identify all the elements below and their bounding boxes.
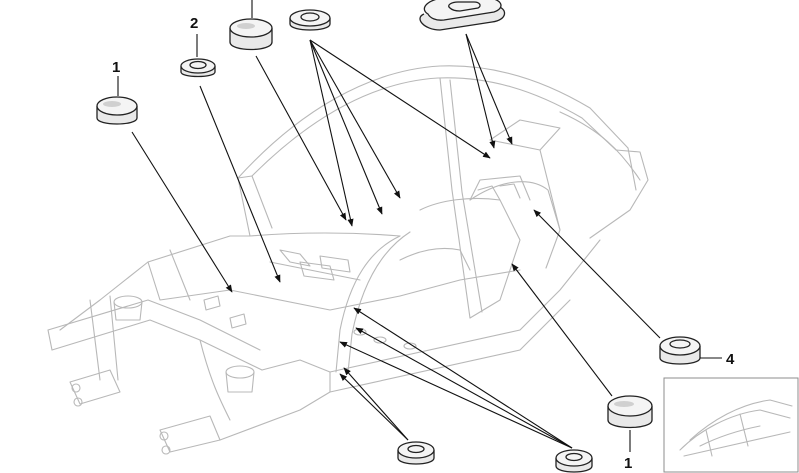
car-body-outline	[47, 65, 649, 455]
plug-part-4	[659, 336, 701, 365]
plug-grommet-bottom-right	[555, 449, 593, 473]
plug-part-3	[229, 18, 273, 51]
inset-car-thumbnail	[663, 377, 799, 473]
oval-grommet	[419, 0, 506, 31]
plug-part-1-left	[96, 96, 138, 125]
callout-2: 2	[190, 15, 198, 32]
callout-1-left: 1	[112, 59, 120, 76]
callout-4: 4	[726, 351, 735, 368]
plug-grommet-top	[289, 9, 331, 31]
plug-part-1-right	[607, 395, 653, 429]
callout-numbers: 1 2 4 1	[112, 0, 735, 472]
plug-part-2	[180, 58, 216, 78]
plug-grommet-bottom-center	[397, 441, 435, 465]
leader-lines	[131, 33, 661, 449]
callout-1-right: 1	[624, 455, 632, 472]
